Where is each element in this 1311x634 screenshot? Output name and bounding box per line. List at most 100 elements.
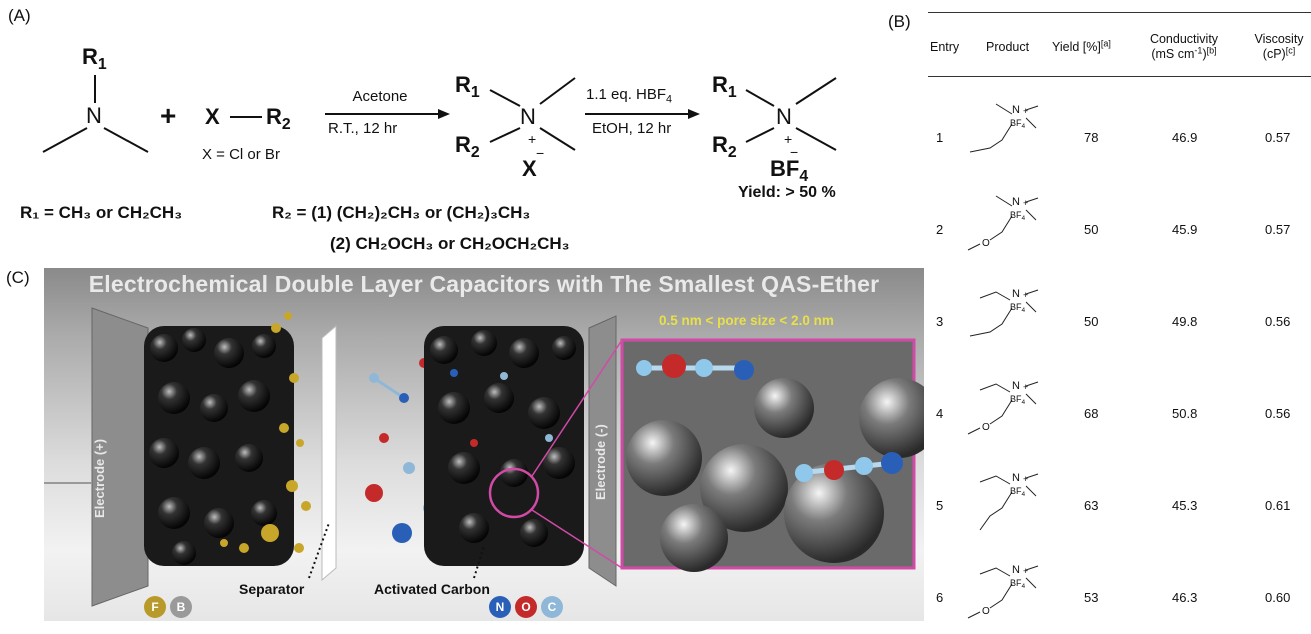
cell-entry: 1 [936, 130, 944, 145]
bf4-anions [220, 312, 311, 553]
r2-definition-2: (2) CH₂OCH₃ or CH₂OCH₂CH₃ [330, 234, 570, 253]
cell-yield: 78 [1084, 130, 1099, 145]
product-structure: N+BF4 [966, 96, 1056, 166]
cation-charge: + [1023, 382, 1029, 392]
header-yield: Yield [%][a] [1052, 38, 1111, 54]
r1-definition: R₁ = CH₃ or CH₂CH₃ [20, 203, 183, 222]
cell-yield: 50 [1084, 314, 1099, 329]
table-row: 3 N+ BF4 50 49.8 0.56 [928, 266, 1311, 358]
cell-entry: 6 [936, 590, 944, 605]
illustration-graphic [44, 307, 924, 607]
cell-yield: 63 [1084, 498, 1099, 513]
activated-carbon-label: Activated Carbon [374, 581, 490, 597]
cell-conductivity: 45.3 [1172, 498, 1198, 513]
panel-label-b: (B) [888, 12, 911, 31]
cell-conductivity: 46.9 [1172, 130, 1198, 145]
product-r1: R1 [712, 72, 737, 102]
cation-charge: + [1023, 290, 1029, 300]
pore-size-label: 0.5 nm < pore size < 2.0 nm [659, 313, 834, 328]
reactant-n: N [86, 103, 102, 128]
cell-entry: 2 [936, 222, 944, 237]
cell-viscosity: 0.61 [1265, 498, 1291, 513]
intermediate-n: N [520, 104, 536, 129]
intermediate-anion: X [522, 156, 537, 181]
cell-conductivity: 45.9 [1172, 222, 1198, 237]
legend-atom-f: F [144, 596, 166, 618]
cell-yield: 68 [1084, 406, 1099, 421]
cation-charge: + [1023, 566, 1029, 576]
separator-membrane [321, 324, 337, 582]
cell-entry: 3 [936, 314, 944, 329]
step2-conditions: EtOH, 12 hr [592, 120, 672, 137]
positive-electrode-plate [91, 307, 149, 607]
cell-yield: 50 [1084, 222, 1099, 237]
header-product: Product [986, 40, 1030, 54]
nitrogen-atom: N [1012, 196, 1020, 208]
cell-conductivity: 49.8 [1172, 314, 1198, 329]
product-n: N [776, 104, 792, 129]
bf4-label: BF4 [1010, 302, 1026, 315]
cell-viscosity: 0.56 [1265, 406, 1291, 421]
separator-label: Separator [239, 581, 305, 597]
reaction-scheme [42, 75, 837, 153]
cell-entry: 5 [936, 498, 944, 513]
intermediate-charge-minus: − [536, 145, 545, 161]
cell-viscosity: 0.60 [1265, 590, 1291, 605]
bf4-label: BF4 [1010, 486, 1026, 499]
cell-viscosity: 0.57 [1265, 130, 1291, 145]
negative-electrode-plate [588, 315, 617, 587]
positive-carbon-layer [144, 326, 294, 566]
nitrogen-atom: N [1012, 380, 1020, 392]
intermediate-r2: R2 [455, 132, 480, 162]
negative-carbon-layer [424, 326, 584, 566]
product-structure: N+ BF4 [966, 280, 1056, 350]
cation-charge: + [1023, 198, 1029, 208]
x-definition: X = Cl or Br [202, 146, 280, 163]
product-anion: BF4 [770, 156, 809, 186]
table-row: 1 N+BF4 78 46.9 0.57 [928, 82, 1311, 174]
halide-x: X [205, 104, 220, 129]
panel-label-a: (A) [8, 6, 31, 25]
step1-reagent: Acetone [352, 88, 408, 105]
cell-entry: 4 [936, 406, 944, 421]
table-row: 5 N+ BF4 63 45.3 0.61 [928, 450, 1311, 542]
step2-reagent: 1.1 eq. HBF4 [586, 86, 673, 106]
reactant-r1: R1 [82, 44, 107, 74]
legend-atom-n: N [489, 596, 511, 618]
intermediate-r1: R1 [455, 72, 480, 102]
electrode-negative-label: Electrode (-) [593, 424, 608, 500]
oxygen-atom: O [982, 422, 990, 433]
nitrogen-atom: N [1012, 288, 1020, 300]
bf4-label: BF4 [1010, 578, 1026, 591]
cell-conductivity: 46.3 [1172, 590, 1198, 605]
nitrogen-atom: N [1012, 472, 1020, 484]
product-charge-plus: + [784, 131, 793, 147]
legend-atom-c: C [541, 596, 563, 618]
product-charge-minus: − [790, 144, 799, 160]
product-r2: R2 [712, 132, 737, 162]
intermediate-charge-plus: + [528, 131, 537, 147]
bf4-label: BF4 [1010, 210, 1026, 223]
r2-definition-1: R₂ = (1) (CH₂)₂CH₃ or (CH₂)₃CH₃ [272, 203, 531, 222]
bf4-label: BF4 [1010, 394, 1026, 407]
plus-sign: + [160, 100, 177, 131]
illustration-title: Electrochemical Double Layer Capacitors … [88, 271, 880, 297]
bf4-label: BF4 [1010, 118, 1026, 131]
cell-viscosity: 0.57 [1265, 222, 1291, 237]
cation-charge: + [1023, 474, 1029, 484]
oxygen-atom: O [982, 238, 990, 249]
panel-label-c: (C) [6, 268, 30, 287]
oxygen-atom: O [982, 606, 990, 617]
legend-atom-b: B [170, 596, 192, 618]
cell-viscosity: 0.56 [1265, 314, 1291, 329]
cell-yield: 53 [1084, 590, 1099, 605]
cell-conductivity: 50.8 [1172, 406, 1198, 421]
product-structure: N+ BF4 [966, 464, 1056, 534]
edlc-illustration: Electrochemical Double Layer Capacitors … [44, 268, 924, 621]
table-top-rule [928, 12, 1311, 13]
